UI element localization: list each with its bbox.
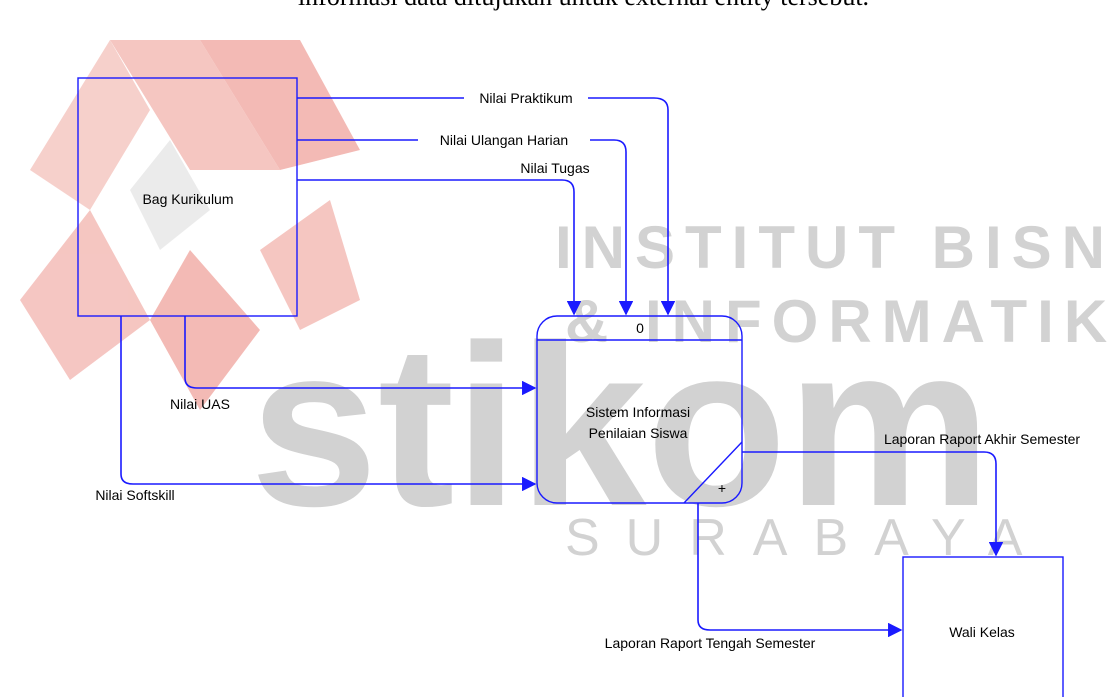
flow-nilai-ulangan-harian xyxy=(297,139,634,316)
flow-nilai-uas-label: Nilai UAS xyxy=(170,396,230,412)
flow-nilai-praktikum-label: Nilai Praktikum xyxy=(479,90,572,106)
flow-laporan-raport-akhir-label: Laporan Raport Akhir Semester xyxy=(884,431,1080,447)
entity-bag-kurikulum xyxy=(77,77,298,317)
entity-wali-kelas xyxy=(902,556,1064,697)
process-number: 0 xyxy=(636,320,644,336)
watermark-line4: SURABAYA xyxy=(565,509,1049,567)
flow-laporan-raport-tengah-label: Laporan Raport Tengah Semester xyxy=(605,635,816,651)
watermark-line2: & INFORMATIKA xyxy=(565,288,1107,355)
flow-nilai-uas xyxy=(184,316,537,396)
watermark-line1: INSTITUT BISNIS xyxy=(555,214,1107,281)
watermark-logo xyxy=(20,40,360,410)
process-decomposition-marker: + xyxy=(718,480,726,496)
flow-nilai-softskill-label: Nilai Softskill xyxy=(95,487,174,503)
flow-nilai-tugas xyxy=(297,179,582,316)
entity-bag-kurikulum-label: Bag Kurikulum xyxy=(142,191,233,207)
entity-wali-kelas-label: Wali Kelas xyxy=(949,624,1015,640)
process-sistem-informasi xyxy=(536,315,743,504)
flow-laporan-raport-akhir xyxy=(742,451,1004,557)
flow-nilai-praktikum xyxy=(297,97,676,316)
flow-nilai-tugas-label: Nilai Tugas xyxy=(520,160,589,176)
process-name-line1: Sistem Informasi xyxy=(586,404,690,420)
flow-nilai-ulangan-harian-label: Nilai Ulangan Harian xyxy=(440,132,568,148)
process-name-line2: Penilaian Siswa xyxy=(589,425,688,441)
flow-nilai-softskill xyxy=(120,316,537,492)
flow-laporan-raport-tengah xyxy=(697,503,903,638)
body-text: informasi data ditujukan untuk external … xyxy=(0,0,1107,12)
